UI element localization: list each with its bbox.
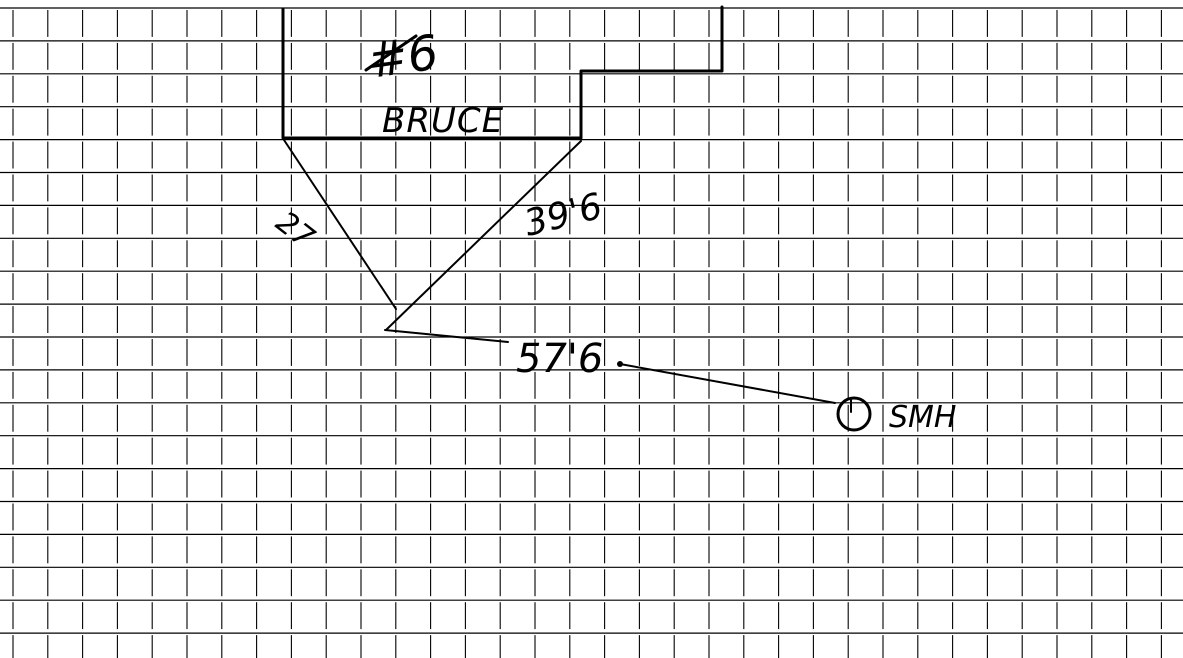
- bottom-line: [384, 329, 509, 343]
- left-diagonal-line: [283, 139, 397, 310]
- right-measure: 39'6: [520, 186, 606, 245]
- bottom-measure: 57'6: [516, 336, 603, 382]
- connector-dot: [617, 361, 623, 367]
- title-mark: #6: [364, 25, 442, 90]
- building-name: BRUCE: [382, 101, 504, 141]
- graph-paper-grid: [0, 7, 1183, 658]
- right-diagonal-line: [385, 140, 582, 331]
- title-mark-stroke: [364, 34, 418, 72]
- manhole-symbol-icon: [836, 396, 872, 432]
- connector-line: [619, 363, 836, 404]
- marker-label: SMH: [889, 400, 957, 435]
- building-outline: [281, 5, 724, 140]
- left-measure: 27: [269, 205, 321, 256]
